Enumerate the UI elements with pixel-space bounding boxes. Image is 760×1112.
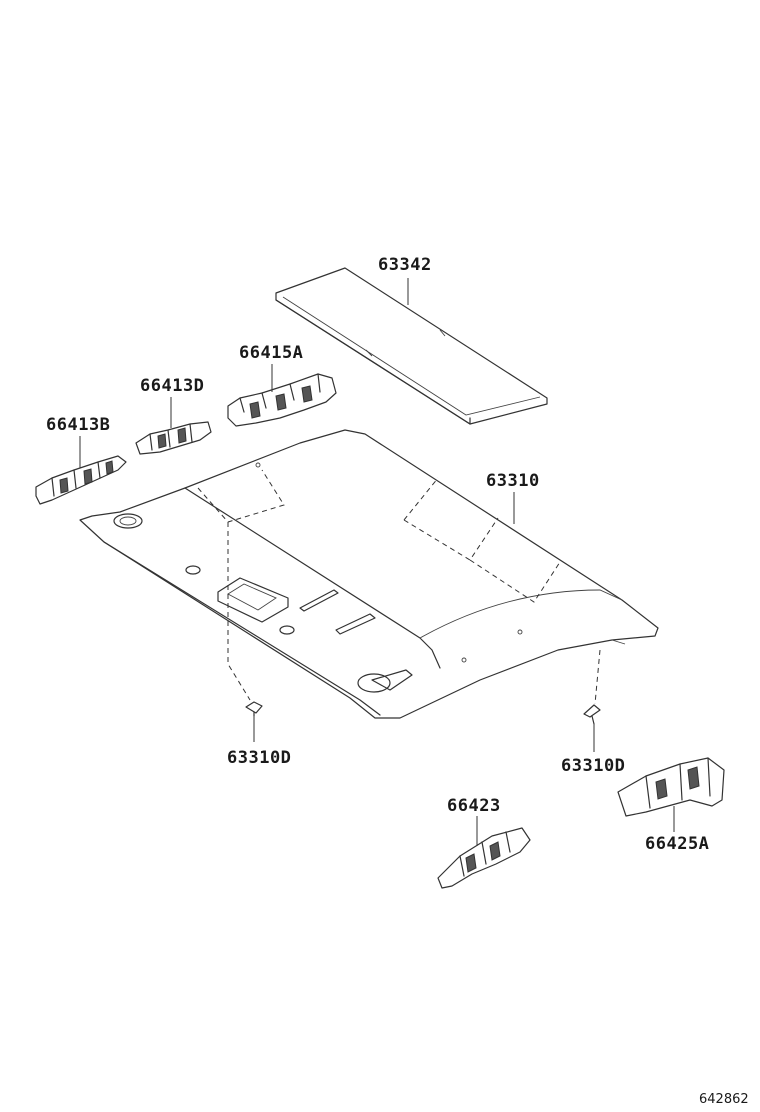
bracket-66413d-drawing[interactable] — [135, 421, 212, 455]
part-label-66413d[interactable]: 66413D — [140, 376, 204, 396]
part-label-63310d-right[interactable]: 63310D — [561, 756, 625, 776]
part-label-66423[interactable]: 66423 — [447, 796, 501, 816]
part-label-63310[interactable]: 63310 — [486, 471, 540, 491]
part-label-63310d-left[interactable]: 63310D — [227, 748, 291, 768]
part-label-66413b[interactable]: 66413B — [46, 415, 110, 435]
roof-pad-63342-drawing[interactable] — [275, 267, 548, 425]
leader-lines — [79, 278, 675, 846]
part-label-66425a[interactable]: 66425A — [645, 834, 709, 854]
headliner-63310-drawing[interactable] — [79, 429, 659, 719]
clip-63310d-left-drawing[interactable] — [227, 522, 263, 717]
bracket-66413b-drawing[interactable] — [35, 455, 127, 505]
part-label-63342[interactable]: 63342 — [378, 255, 432, 275]
bracket-66423-drawing[interactable] — [437, 827, 531, 889]
diagram-reference-code: 642862 — [699, 1092, 749, 1107]
part-label-66415a[interactable]: 66415A — [239, 343, 303, 363]
bracket-66425a-drawing[interactable] — [617, 757, 725, 817]
clip-63310d-right-drawing[interactable] — [583, 649, 601, 725]
bracket-66415a-drawing[interactable] — [227, 373, 337, 427]
part-labels: 63342 66415A 66413D 66413B 63310 63310D … — [46, 255, 709, 854]
